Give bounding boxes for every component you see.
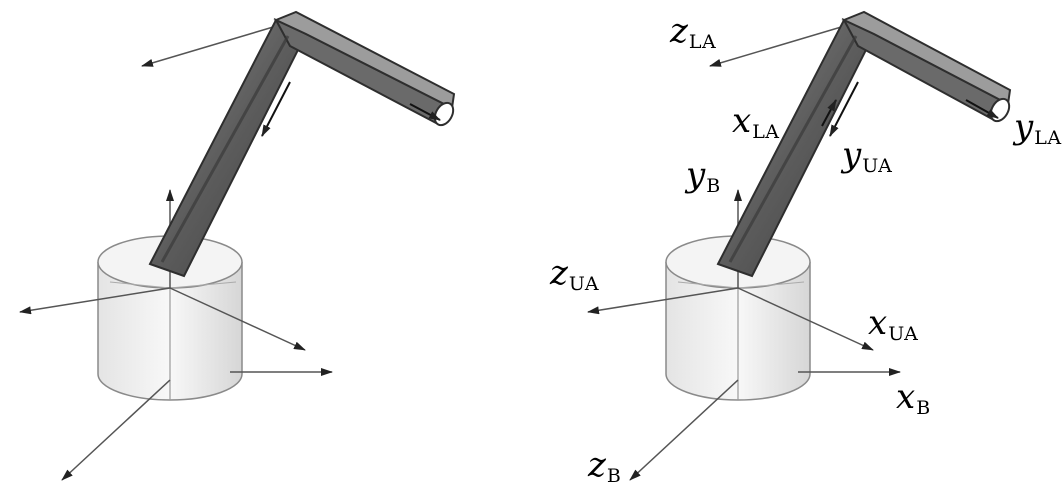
base-axes <box>587 21 901 481</box>
z-b-axis <box>629 379 739 481</box>
x-ua-axis-left <box>169 287 306 351</box>
z-b-axis-left <box>61 379 171 481</box>
label-y-la: yLA <box>1014 107 1062 149</box>
z-la-axis-left <box>141 21 291 67</box>
robot-arm-left <box>148 10 456 278</box>
label-z-la: zLA <box>670 11 717 53</box>
robot-arm-right <box>716 10 1012 278</box>
z-ua-axis-left <box>19 287 171 315</box>
y-la-axis <box>965 99 999 119</box>
label-y-b: yB <box>686 155 721 197</box>
x-ua-axis <box>737 287 874 351</box>
label-z-ua: zUA <box>550 253 600 295</box>
label-y-ua: yUA <box>842 135 893 177</box>
y-ua-axis <box>821 99 837 127</box>
right-figure <box>587 10 1012 481</box>
x-la-axis <box>829 81 859 137</box>
label-x-ua: xUA <box>868 303 919 345</box>
label-x-b: xB <box>896 377 931 419</box>
label-x-la: xLA <box>732 101 780 143</box>
base-axes <box>19 21 333 481</box>
z-ua-axis <box>587 287 739 315</box>
label-z-b: zB <box>588 445 622 487</box>
left-figure <box>19 10 456 481</box>
z-la-axis <box>709 21 859 67</box>
